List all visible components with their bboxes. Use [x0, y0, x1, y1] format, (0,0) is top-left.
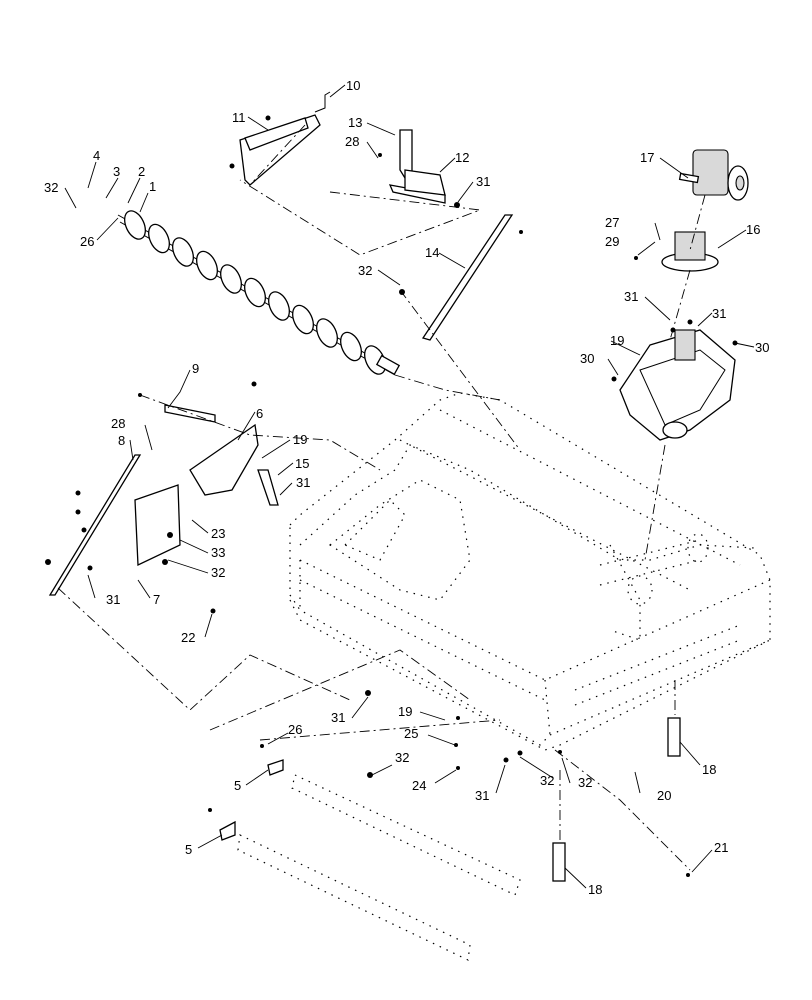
callout-15: 15 — [295, 456, 309, 471]
callout-25: 25 — [404, 726, 418, 741]
callout-5a: 5 — [234, 778, 241, 793]
assembly-lines — [57, 124, 706, 871]
mount-16 — [634, 231, 719, 272]
callout-18a: 18 — [702, 762, 716, 777]
callout-19a: 19 — [293, 432, 307, 447]
left-brackets — [45, 381, 279, 614]
callout-2: 2 — [138, 164, 145, 179]
callout-21: 21 — [714, 840, 728, 855]
parts-10-11-12-13 — [229, 91, 460, 208]
callout-32b: 32 — [358, 263, 372, 278]
callout-labels: 1 2 3 4 5 5 6 7 8 9 10 11 12 13 14 15 16… — [44, 78, 769, 897]
auger-flight — [244, 277, 266, 308]
auger-flight — [124, 210, 146, 240]
callout-26a: 26 — [80, 234, 94, 249]
callout-31g: 31 — [475, 788, 489, 803]
auger-flight — [172, 237, 194, 267]
callout-27: 27 — [605, 215, 619, 230]
callout-31d: 31 — [296, 475, 310, 490]
callout-23: 23 — [211, 526, 225, 541]
callout-5b: 5 — [185, 842, 192, 857]
auger-flight — [340, 331, 362, 362]
callout-32e: 32 — [540, 773, 554, 788]
callout-8: 8 — [118, 433, 125, 448]
callout-1: 1 — [149, 179, 156, 194]
callout-14: 14 — [425, 245, 439, 260]
callout-31c: 31 — [712, 306, 726, 321]
callout-28a: 28 — [345, 134, 359, 149]
callout-31b: 31 — [624, 289, 638, 304]
callout-29: 29 — [605, 234, 619, 249]
callout-30a: 30 — [580, 351, 594, 366]
auger-flight — [196, 250, 218, 281]
bottom-parts — [208, 690, 521, 961]
callout-30b: 30 — [755, 340, 769, 355]
callout-4: 4 — [93, 148, 100, 163]
callout-32c: 32 — [211, 565, 225, 580]
callout-31a: 31 — [476, 174, 490, 189]
auger-flight — [148, 223, 170, 254]
callout-32a: 32 — [44, 180, 58, 195]
callout-17: 17 — [640, 150, 654, 165]
callout-7: 7 — [153, 592, 160, 607]
part-14-strip — [399, 214, 523, 341]
callout-31f: 31 — [331, 710, 345, 725]
callout-32d: 32 — [395, 750, 409, 765]
callout-9: 9 — [192, 361, 199, 376]
auger-flight — [268, 291, 290, 321]
callout-11: 11 — [232, 110, 246, 125]
main-housing — [289, 392, 771, 751]
callout-19b: 19 — [610, 333, 624, 348]
callout-26b: 26 — [288, 722, 302, 737]
gearbox-17 — [678, 149, 749, 201]
callout-3: 3 — [113, 164, 120, 179]
auger — [117, 210, 401, 376]
callout-31e: 31 — [106, 592, 120, 607]
auger-flight — [292, 304, 314, 335]
callout-28b: 28 — [111, 416, 125, 431]
leaders — [64, 84, 755, 889]
callout-16: 16 — [746, 222, 760, 237]
callout-19c: 19 — [398, 704, 412, 719]
auger-flight — [316, 318, 338, 348]
callout-6: 6 — [256, 406, 263, 421]
parts-18 — [454, 716, 690, 882]
callout-10: 10 — [346, 78, 360, 93]
callout-32f: 32 — [578, 775, 592, 790]
auger-flight — [220, 264, 242, 294]
callout-24: 24 — [412, 778, 426, 793]
callout-22: 22 — [181, 630, 195, 645]
callout-12: 12 — [455, 150, 469, 165]
callout-20: 20 — [657, 788, 671, 803]
drive-housing — [611, 319, 738, 441]
callout-13: 13 — [348, 115, 362, 130]
callout-18b: 18 — [588, 882, 602, 897]
callout-33: 33 — [211, 545, 225, 560]
